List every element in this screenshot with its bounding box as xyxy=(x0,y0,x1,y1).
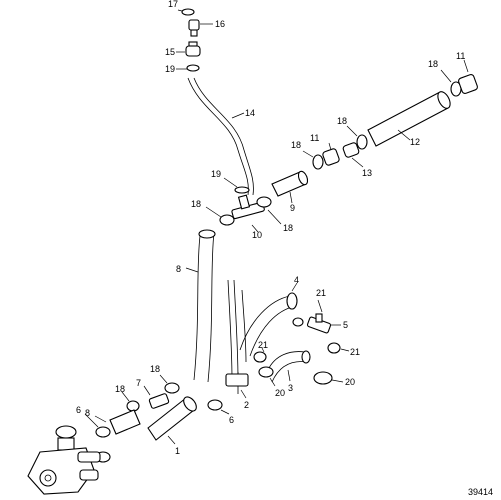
callout-18-7: 18 xyxy=(150,364,160,374)
callout-11-mid: 11 xyxy=(310,133,319,143)
callout-17: 17 xyxy=(168,0,178,9)
callout-7: 7 xyxy=(136,378,141,388)
part-20-clamp-left xyxy=(258,366,276,387)
part-14-hose xyxy=(187,77,254,196)
callout-18-mid: 18 xyxy=(291,140,301,150)
callout-8-lower: 8 xyxy=(85,408,90,418)
part-2-tubes xyxy=(225,279,249,399)
part-16-fitting xyxy=(188,19,213,37)
callout-1: 1 xyxy=(175,446,180,456)
part-15-fitting xyxy=(176,41,201,57)
callout-14: 14 xyxy=(245,108,255,118)
callout-16: 16 xyxy=(215,19,225,29)
callout-11-top-right: 11 xyxy=(456,51,465,61)
part-18-clamp-7 xyxy=(159,374,180,394)
callout-9: 9 xyxy=(290,203,295,213)
part-8-hose xyxy=(185,229,216,383)
callout-10: 10 xyxy=(252,230,262,240)
callout-6-mid: 6 xyxy=(229,415,234,425)
part-6-clamp-mid xyxy=(207,399,230,415)
callout-19: 19 xyxy=(211,169,221,179)
callout-20-right: 20 xyxy=(345,377,355,387)
part-21-clamps xyxy=(292,299,350,354)
callout-2: 2 xyxy=(244,400,249,410)
callout-18-left-10: 18 xyxy=(191,199,201,209)
callout-8-upper: 8 xyxy=(176,264,181,274)
part-19-washer xyxy=(223,177,250,194)
part-6-clamp-pump-top xyxy=(84,413,111,438)
callout-3: 3 xyxy=(288,383,293,393)
figure-number: 39414 xyxy=(468,487,493,497)
part-11-fitting-top-right xyxy=(458,59,478,94)
part-19-washer-top xyxy=(176,64,200,72)
part-3-hose xyxy=(267,350,311,383)
part-20-clamp-right xyxy=(313,371,344,385)
part-9-hose xyxy=(271,170,309,204)
part-7-fitting xyxy=(143,385,170,409)
part-10-tee xyxy=(231,194,265,233)
callout-13: 13 xyxy=(362,168,372,178)
callout-15: 15 xyxy=(165,47,175,57)
part-18-clamp-right-10 xyxy=(256,196,282,225)
callout-18-top-right: 18 xyxy=(428,59,438,69)
callout-4: 4 xyxy=(294,275,299,285)
callout-20-left: 20 xyxy=(275,388,285,398)
callout-18-right-10: 18 xyxy=(283,223,293,233)
callout-labels: 17 16 15 19 14 11 18 12 18 11 18 13 9 19… xyxy=(76,0,465,456)
part-5-tee xyxy=(306,313,341,334)
part-18-clamp-8 xyxy=(121,391,140,412)
callout-21-right: 21 xyxy=(350,347,360,357)
pump-assembly xyxy=(27,425,101,495)
part-11-fitting-mid xyxy=(322,142,340,166)
part-18-clamp-mid xyxy=(302,150,324,170)
callout-18-13: 18 xyxy=(337,116,347,126)
callout-12: 12 xyxy=(410,137,420,147)
part-4-hose xyxy=(239,282,298,357)
callout-21-upper: 21 xyxy=(316,288,326,298)
callout-19-top: 19 xyxy=(165,64,175,74)
part-13-fitting xyxy=(342,142,364,168)
callout-6-pump: 6 xyxy=(76,405,81,415)
part-17-clip xyxy=(177,8,195,16)
part-18-clamp-left-10 xyxy=(205,206,235,226)
part-8-hose-lower xyxy=(94,409,141,435)
part-1-hose xyxy=(147,396,197,445)
part-18-clamp-13 xyxy=(346,125,368,150)
callout-5: 5 xyxy=(343,320,348,330)
part-12-hose xyxy=(367,91,451,147)
callout-18-8: 18 xyxy=(115,384,125,394)
callout-21-lower: 21 xyxy=(258,340,268,350)
part-21-clamp-lower xyxy=(253,347,267,363)
